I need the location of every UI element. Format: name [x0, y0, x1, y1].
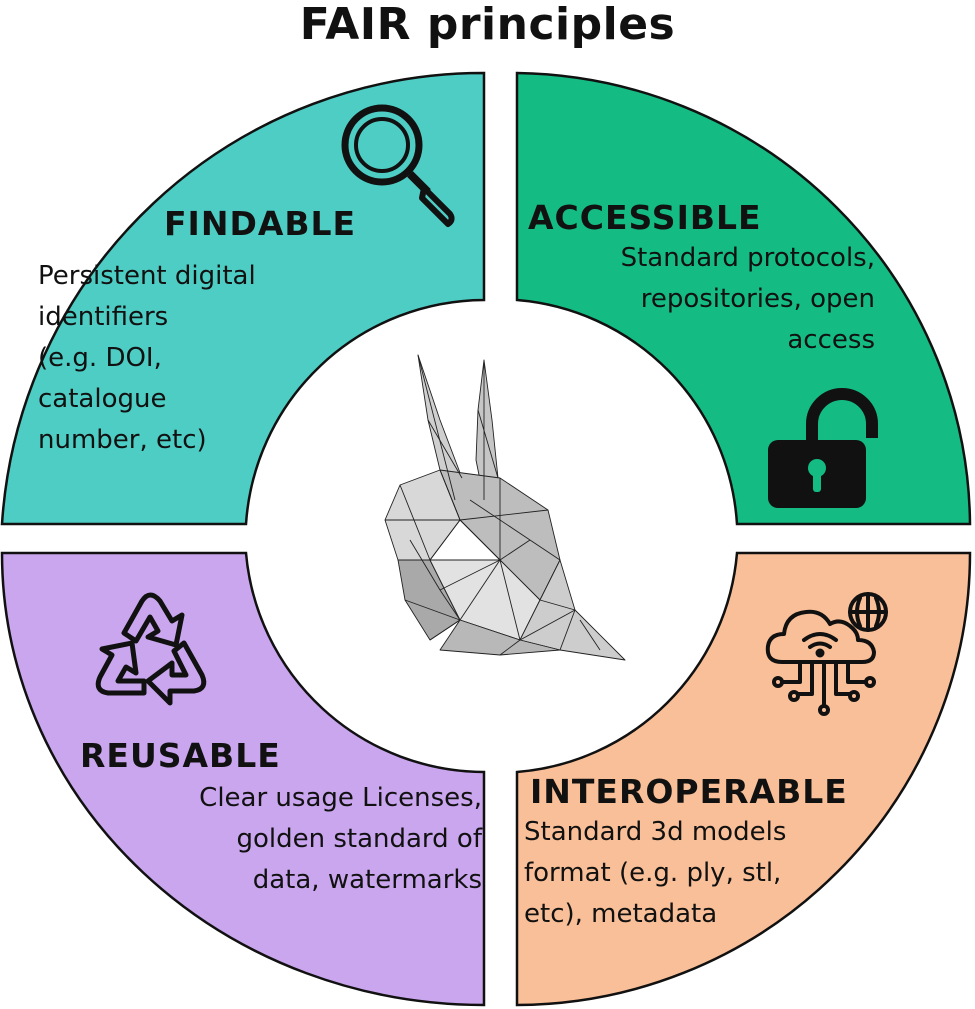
wireframe-skull-model	[384, 354, 626, 661]
diagram-title: FAIR principles	[299, 0, 676, 50]
cloud-network-icon	[765, 592, 888, 716]
findable-heading: FINDABLE	[164, 204, 357, 243]
accessible-description: Standard protocols, repositories, open a…	[620, 243, 875, 355]
accessible-heading: ACCESSIBLE	[528, 198, 762, 237]
interoperable-quadrant	[515, 551, 972, 1007]
findable-description: Persistent digital identifiers (e.g. DOI…	[38, 261, 256, 455]
interoperable-description: Standard 3d models format (e.g. ply, stl…	[524, 817, 787, 929]
magnifying-glass-icon	[341, 104, 455, 227]
reusable-quadrant	[0, 551, 486, 1007]
open-padlock-icon	[768, 388, 878, 508]
interoperable-heading: INTEROPERABLE	[530, 772, 848, 811]
recycle-icon	[95, 592, 207, 706]
reusable-description: Clear usage Licenses, golden standard of…	[199, 783, 482, 895]
accessible-quadrant	[515, 71, 972, 526]
reusable-heading: REUSABLE	[80, 736, 281, 775]
findable-quadrant	[0, 71, 486, 526]
